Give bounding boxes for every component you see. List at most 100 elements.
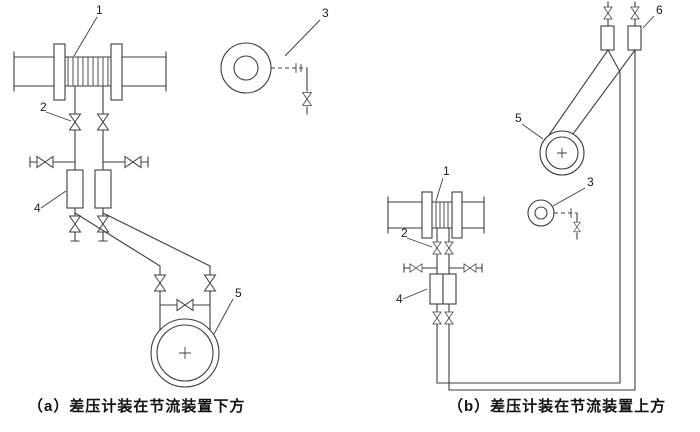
vent-valve-icon <box>603 6 613 20</box>
label-3-a: 3 <box>284 6 329 57</box>
gauge-center-cross <box>557 148 567 158</box>
impulse-diagonals-a <box>74 212 211 267</box>
condensate-pot <box>627 25 642 51</box>
condensate-chamber <box>442 273 457 305</box>
orifice-pipe-assembly-b <box>387 191 485 239</box>
leader-line <box>402 288 428 300</box>
orifice-hatch <box>67 57 109 86</box>
flange-icon <box>53 43 66 101</box>
flange-icon <box>110 43 123 101</box>
top-pots-b <box>600 1 642 51</box>
pot-vent-lines <box>607 1 636 27</box>
orifice-pipe-assembly-a <box>13 43 167 101</box>
label-6-text: 6 <box>656 3 663 17</box>
condenser-pot-a <box>220 42 312 115</box>
flange-icon <box>421 191 433 239</box>
vent-valve-icon <box>69 215 81 233</box>
label-5-text: 5 <box>235 286 242 300</box>
leader-line <box>40 190 67 209</box>
gate-valve-icon <box>36 156 54 168</box>
tap-valve-icon <box>444 241 454 255</box>
impulse-verticals-a <box>159 265 211 331</box>
label-4-a: 4 <box>34 190 67 215</box>
leader-line <box>642 15 655 29</box>
label-1-text: 1 <box>96 3 103 17</box>
impulse-loop-left <box>436 49 621 384</box>
drain-valve-icon <box>302 92 312 106</box>
leader-line <box>284 19 321 57</box>
label-5-a: 5 <box>213 286 242 335</box>
gate-valve-icon <box>463 263 477 273</box>
vent-valve-icon <box>630 6 640 20</box>
pipe-lines <box>13 51 167 92</box>
label-4-text: 4 <box>34 201 41 215</box>
gauge-outer-ring <box>150 318 220 388</box>
gauge-inner-ring <box>156 324 214 382</box>
drain-valve-icon <box>573 221 581 233</box>
label-6-b: 6 <box>642 3 663 29</box>
fitting-ticks <box>295 63 302 73</box>
pot-outer-ring <box>527 199 555 227</box>
leader-line <box>213 298 234 335</box>
tap-valve-icon <box>432 241 442 255</box>
figure-b: 6 5 1 <box>387 1 666 415</box>
condensate-pot <box>600 25 615 51</box>
label-2-a: 2 <box>40 100 72 122</box>
chamber-connectors <box>74 161 104 171</box>
vent-stubs-a <box>70 207 108 242</box>
condensate-chamber <box>429 273 444 305</box>
equalizer-valve-icon <box>176 299 194 311</box>
leader-line <box>45 111 72 122</box>
isolating-valve-icon <box>154 274 166 292</box>
label-1-text: 1 <box>443 164 450 178</box>
caption-a: （a）差压计装在节流装置下方 <box>28 397 245 415</box>
label-2-text: 2 <box>401 226 408 240</box>
label-1-a: 1 <box>73 3 103 57</box>
label-2-b: 2 <box>401 226 433 248</box>
label-3-b: 3 <box>552 175 594 207</box>
leader-line <box>435 177 444 202</box>
gate-valve-icon <box>124 156 142 168</box>
label-2-text: 2 <box>40 100 47 114</box>
gauge-feed-diagonals-b <box>548 49 636 136</box>
label-1-b: 1 <box>435 164 450 202</box>
chamber-connectors <box>436 267 450 275</box>
label-4-b: 4 <box>396 288 428 306</box>
leader-line <box>73 16 98 57</box>
label-3-text: 3 <box>587 175 594 189</box>
tap-valve-icon <box>97 113 109 131</box>
gate-valve-icon <box>409 263 423 273</box>
condenser-pot-b <box>527 199 581 240</box>
manifold-a <box>29 156 149 168</box>
gauge-inner-ring <box>545 136 579 170</box>
isolating-valve-icon <box>444 311 454 325</box>
flange-icon <box>451 191 463 239</box>
dp-gauge-a <box>150 318 220 388</box>
orifice-hatch <box>435 202 449 228</box>
leader-line <box>521 123 544 140</box>
tap-lines-a <box>74 85 104 163</box>
label-5-b: 5 <box>515 111 544 140</box>
leader-line <box>406 237 433 248</box>
condensate-chamber <box>66 169 84 209</box>
leader-line <box>552 187 586 207</box>
dp-gauge-b <box>539 130 585 176</box>
figure-a: 1 2 4 <box>13 3 329 415</box>
isolating-valve-icon <box>204 274 216 292</box>
gauge-center-cross <box>179 347 191 359</box>
isolating-valve-icon <box>432 311 442 325</box>
pot-outer-ring <box>220 42 272 94</box>
label-3-text: 3 <box>322 6 329 20</box>
label-4-text: 4 <box>396 292 403 306</box>
caption-b: （b）差压计装在节流装置上方 <box>448 397 666 415</box>
pot-inner-ring <box>233 55 259 81</box>
condensate-chamber <box>94 169 112 209</box>
tap-valve-icon <box>69 113 81 131</box>
vent-valve-icon <box>97 215 109 233</box>
label-5-text: 5 <box>515 111 522 125</box>
impulse-loop-right <box>448 49 636 391</box>
tap-lines-b <box>436 227 450 269</box>
manifold-b <box>403 263 483 273</box>
